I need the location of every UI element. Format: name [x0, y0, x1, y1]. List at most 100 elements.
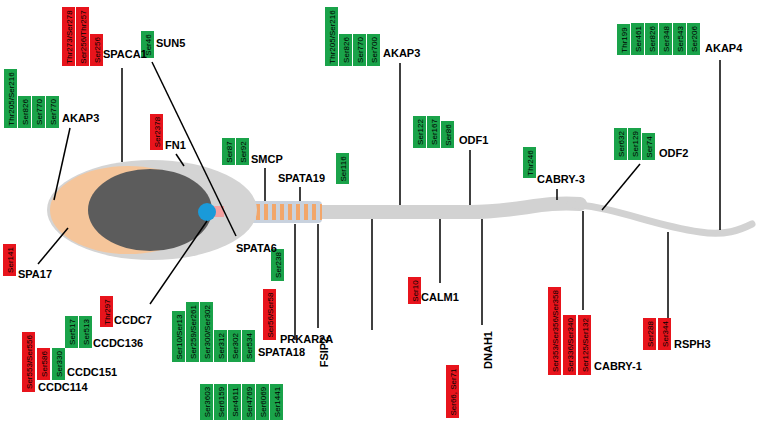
leader-line [667, 232, 669, 318]
leader-line [38, 228, 68, 264]
site-label: Ser586 [39, 351, 48, 377]
site-box: Ser553/Ser556 [22, 332, 35, 392]
site-box: Ser517 [65, 316, 78, 348]
site-box: Ser122 [413, 116, 426, 148]
site-box: Ser348 [659, 23, 672, 55]
site-box: Thr297 [100, 296, 113, 327]
leader-line [481, 219, 483, 325]
site-box: Ser336/Ser340 [563, 315, 576, 375]
leader-line [556, 189, 558, 200]
leader-line [399, 63, 401, 205]
site-box: Ser259/Ser261 [186, 302, 199, 362]
site-label: Ser3603 [202, 387, 211, 417]
leader-line [299, 187, 301, 201]
site-box: Ser700 [367, 34, 380, 66]
leader-lines [38, 60, 720, 340]
site-label: Ser336/Ser340 [565, 318, 574, 372]
site-label: Ser238 [273, 252, 282, 278]
site-box: Ser10 [408, 277, 421, 304]
protein-name: RSPH3 [674, 338, 711, 350]
site-box: Ser4611 [228, 384, 241, 420]
site-box: Ser300/Ser302 [200, 302, 213, 362]
site-box: Ser770 [46, 96, 59, 128]
protein-name: SPACA1 [103, 48, 147, 60]
centriole [198, 203, 216, 221]
leader-line [264, 168, 266, 201]
nucleus [88, 169, 212, 251]
site-box: Ser256 [90, 34, 103, 66]
site-box: Thr205/Ser216 [4, 69, 17, 128]
site-label: Ser56/Ser58 [265, 292, 274, 337]
site-box: Ser770 [353, 34, 366, 66]
protein-name: ODF2 [659, 147, 688, 159]
site-label: Ser543 [675, 26, 684, 52]
site-label: Ser553/Ser556 [24, 335, 33, 389]
leader-line [582, 211, 584, 310]
site-box: Ser632 [614, 128, 627, 160]
site-label: Ser6159 [216, 387, 225, 417]
site-box: Thr273/Ser278 [62, 7, 75, 66]
protein-name: CCDC136 [93, 337, 143, 349]
site-label: Ser256 [92, 37, 101, 63]
site-label: Ser517 [67, 319, 76, 345]
site-box: Ser4769 [242, 384, 255, 420]
site-box: Ser92 [236, 138, 249, 165]
site-box: Ser256/Thr257 [76, 7, 89, 66]
leader-line [54, 128, 70, 200]
site-label: Ser92 [238, 141, 247, 162]
site-box: Ser344 [658, 318, 671, 350]
site-label: Ser461 [633, 26, 642, 52]
site-label: Ser167 [429, 119, 438, 145]
protein-name: SMCP [251, 153, 283, 165]
site-box: Ser87 [222, 138, 235, 165]
site-box: Ser141 [3, 244, 16, 276]
site-label: Ser353/Ser356/Ser358 [550, 290, 559, 372]
protein-name: SPATA18 [258, 346, 305, 358]
site-box: Thr205/Ser216 [325, 7, 338, 66]
site-box: Ser288 [643, 318, 656, 350]
site-box: Ser116 [336, 153, 349, 184]
site-box: Ser513 [79, 316, 92, 348]
site-label: Ser116 [338, 156, 347, 181]
site-label: Ser826 [647, 26, 656, 52]
site-box: Ser330 [52, 348, 65, 380]
site-label: Ser206 [689, 26, 698, 52]
leader-line [602, 164, 640, 210]
leader-line [152, 62, 236, 236]
site-label: Ser534 [244, 333, 253, 359]
protein-name: FN1 [165, 139, 186, 151]
protein-name: CCDC7 [114, 314, 152, 326]
leader-line [150, 221, 207, 304]
leader-line [176, 154, 184, 166]
site-label: Ser770 [48, 99, 57, 125]
protein-name: AKAP3 [62, 112, 99, 124]
protein-name: CABRY-1 [594, 360, 642, 372]
site-label: Ser513 [81, 319, 90, 345]
site-label: Ser300/Ser302 [202, 305, 211, 359]
site-box: Ser770 [32, 96, 45, 128]
site-label: Ser4611 [230, 387, 239, 417]
site-box: Thr246 [523, 147, 536, 178]
site-box: Ser74 [642, 133, 655, 160]
site-box: Ser586 [37, 348, 50, 380]
protein-name: SUN5 [156, 37, 185, 49]
site-box: Ser206 [687, 23, 700, 55]
site-label: Ser770 [34, 99, 43, 125]
site-label: Ser632 [616, 131, 625, 157]
site-label: Ser10 [410, 280, 419, 301]
site-box: Ser86 [441, 121, 454, 148]
leader-line [121, 68, 123, 162]
site-box: Ser10/Ser13 [172, 311, 185, 362]
site-box: Ser826 [18, 96, 31, 128]
protein-name: SPATA19 [278, 172, 325, 184]
site-label: Ser259/Ser261 [188, 305, 197, 359]
site-box: Ser2378 [150, 114, 163, 150]
site-label: Ser344 [660, 321, 669, 347]
protein-name: DNAH1 [482, 331, 494, 369]
leader-line [294, 224, 296, 340]
protein-name: SPATA6 [236, 242, 277, 254]
site-box: Ser6069 [256, 384, 269, 420]
site-label: Ser122 [415, 119, 424, 145]
site-box: Ser826 [339, 34, 352, 66]
site-label: Ser312 [216, 333, 225, 359]
